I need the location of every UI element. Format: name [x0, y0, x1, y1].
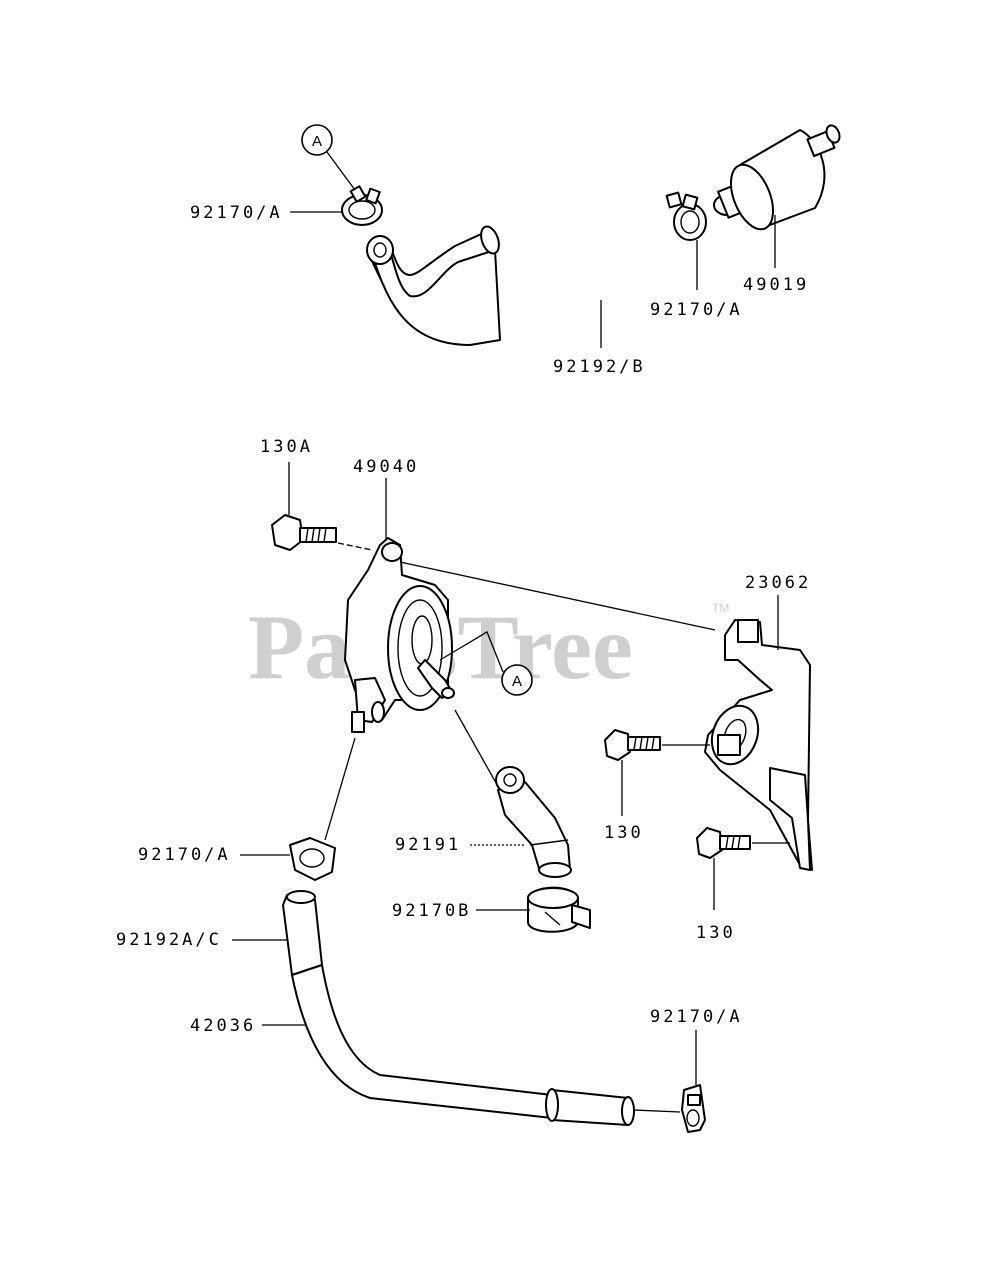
callout-a-middle[interactable]: A	[439, 631, 533, 696]
label-130a: 130A	[260, 437, 313, 457]
fuel-pump-49040[interactable]	[344, 537, 455, 733]
label-92170a-top-left: 92170/A	[190, 203, 283, 223]
callout-a-top[interactable]: A	[301, 124, 356, 191]
label-49040: 49040	[353, 457, 419, 477]
hose-92192ac[interactable]	[282, 890, 323, 976]
label-130-lower: 130	[696, 923, 736, 943]
hose-elbow-92191[interactable]	[495, 766, 572, 878]
fuel-filter-49019[interactable]	[713, 123, 842, 235]
hose-42036[interactable]	[291, 964, 635, 1126]
label-92192b: 92192/B	[553, 357, 646, 377]
callout-a-top-text: A	[312, 133, 322, 150]
label-130-upper: 130	[604, 823, 644, 843]
label-92170a-top-right: 92170/A	[650, 300, 743, 320]
clamp-92170a-top-left[interactable]	[341, 185, 383, 226]
label-92192ac: 92192A/C	[116, 930, 222, 950]
label-92170a-left: 92170/A	[138, 845, 231, 865]
clamp-92170a-top-right[interactable]	[665, 191, 707, 241]
label-92170b: 92170B	[392, 901, 471, 921]
bolt-130-upper[interactable]	[604, 729, 661, 761]
label-92170a-bottom-right: 92170/A	[650, 1007, 743, 1027]
label-23062: 23062	[745, 573, 811, 593]
clamp-92170a-bottom-right[interactable]	[681, 1084, 706, 1133]
bracket-23062[interactable]	[704, 619, 813, 871]
clamp-92170a-left[interactable]	[289, 837, 336, 881]
hose-92192b[interactable]	[366, 224, 502, 346]
label-49019: 49019	[743, 275, 809, 295]
watermark-trademark: TM	[712, 601, 729, 615]
bolt-130a[interactable]	[271, 514, 337, 551]
label-92191: 92191	[395, 835, 461, 855]
label-42036: 42036	[190, 1016, 256, 1036]
callout-a-middle-text: A	[512, 673, 522, 690]
bolt-130-lower[interactable]	[696, 827, 751, 859]
clamp-92170b[interactable]	[527, 886, 591, 933]
